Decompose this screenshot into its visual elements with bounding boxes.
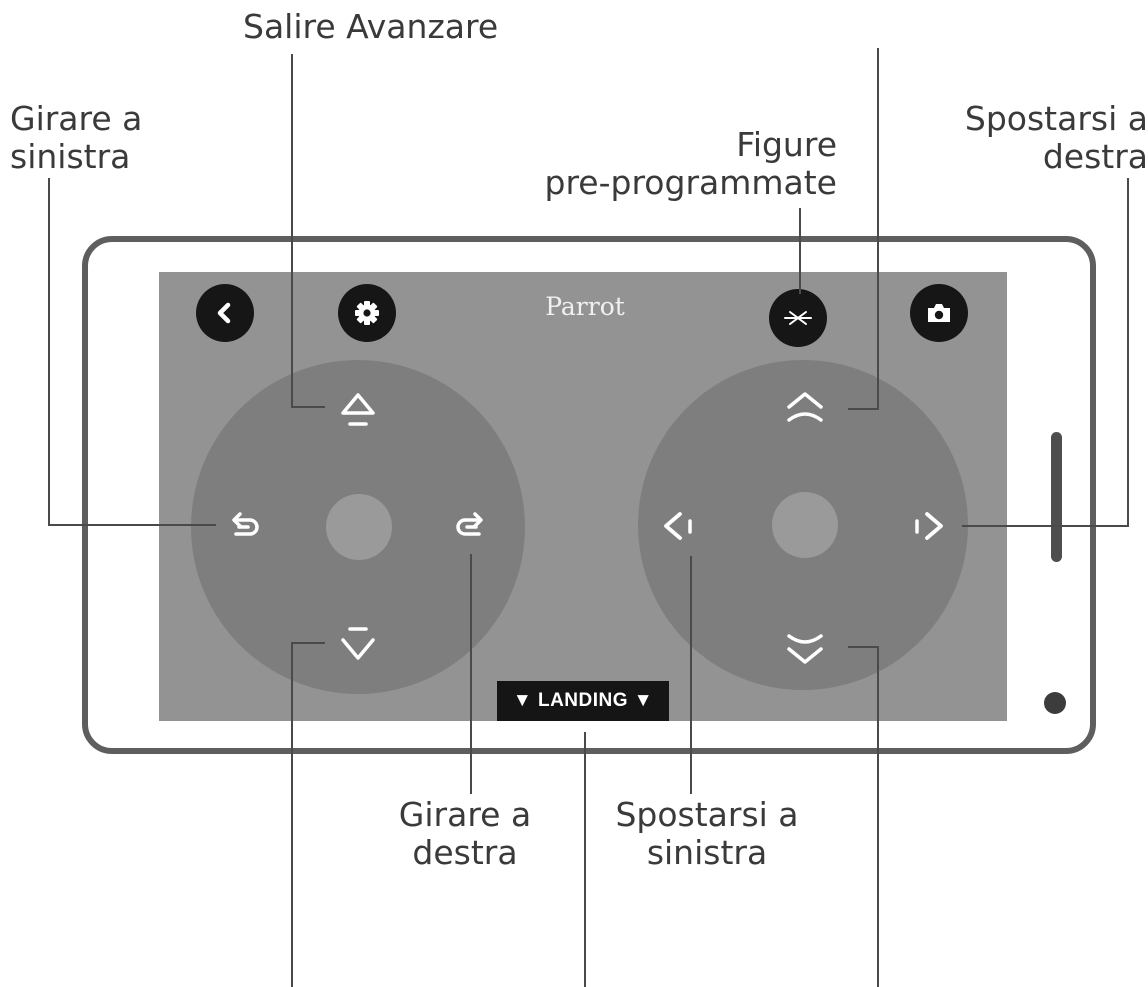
- brand-logo: Parrot: [545, 292, 625, 321]
- rotate-right-icon: [456, 512, 483, 536]
- strafe-right-control[interactable]: [898, 496, 958, 556]
- label-spostarsi-destra: Spostarsi a destra: [964, 99, 1148, 176]
- leader-backward: [291, 642, 293, 987]
- left-joystick-center: [326, 494, 392, 560]
- leader-landing: [584, 732, 586, 987]
- acrobatics-button[interactable]: [769, 289, 827, 347]
- chevron-left-icon: [217, 302, 231, 324]
- right-joystick-center: [772, 492, 838, 558]
- camera-icon: [928, 304, 950, 322]
- leader-spostarsi-sinistra: [690, 556, 692, 794]
- label-figure: Figure pre-programmate: [544, 125, 837, 202]
- rotate-left-icon: [232, 512, 259, 536]
- double-chevron-up-icon: [787, 392, 823, 422]
- leader-girare-sinistra: [48, 178, 50, 526]
- chevron-right-bar-icon: [915, 512, 943, 540]
- leader-descend: [877, 646, 879, 987]
- leader-ascend-h: [848, 408, 879, 410]
- label-spostarsi-sinistra: Spostarsi a sinistra: [615, 795, 799, 872]
- leader-spostarsi-destra-h: [962, 525, 1129, 527]
- chevron-left-bar-icon: [664, 512, 692, 540]
- descend-control[interactable]: [775, 618, 835, 678]
- rotate-left-control[interactable]: [214, 496, 274, 556]
- leader-spostarsi-destra: [1127, 178, 1129, 527]
- label-salire-avanzare: Salire Avanzare: [243, 7, 499, 46]
- triangle-up-icon: [341, 393, 375, 426]
- leader-backward-h: [291, 642, 325, 644]
- rotate-right-control[interactable]: [441, 496, 501, 556]
- leader-girare-destra: [470, 554, 472, 794]
- camera-button[interactable]: [910, 284, 968, 342]
- backward-control[interactable]: [328, 615, 388, 675]
- forward-control[interactable]: [328, 378, 388, 438]
- flip-icon: [784, 311, 812, 325]
- label-girare-destra: Girare a destra: [398, 795, 532, 872]
- gear-icon: [355, 301, 379, 325]
- volume-slider: [1051, 432, 1062, 562]
- landing-button[interactable]: ▼ LANDING ▼: [497, 681, 669, 721]
- double-chevron-down-icon: [787, 634, 823, 664]
- home-button: [1044, 692, 1066, 714]
- strafe-left-control[interactable]: [649, 496, 709, 556]
- leader-salire-avanzare-h: [291, 406, 325, 408]
- triangle-down-icon: [341, 627, 375, 660]
- leader-girare-sinistra-h: [48, 524, 216, 526]
- label-girare-sinistra: Girare a sinistra: [10, 99, 143, 176]
- back-button[interactable]: [196, 284, 254, 342]
- settings-button[interactable]: [338, 284, 396, 342]
- leader-descend-h: [848, 646, 879, 648]
- leader-salire-avanzare: [291, 54, 293, 408]
- leader-figure: [799, 208, 801, 294]
- leader-ascend: [877, 48, 879, 410]
- ascend-control[interactable]: [775, 378, 835, 438]
